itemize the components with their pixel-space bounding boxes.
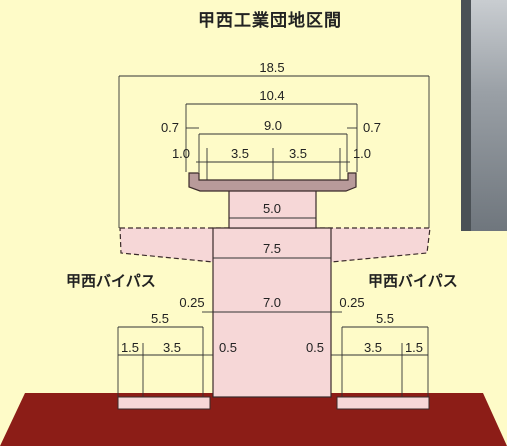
diagram-title: 甲西工業団地区間 [198,11,342,31]
dim-parapet-left: 0.7 [161,120,179,135]
pier [212,227,332,398]
dim-overall: 18.5 [259,60,284,75]
road-slab-right [336,396,430,410]
dim-gap-left: 0.25 [179,295,204,310]
road-slab-left [117,396,211,410]
ground [0,393,507,446]
dim-crossbeam: 7.5 [263,241,281,256]
dim-edge-right: 1.0 [353,146,371,161]
dim-right-shoulder: 1.5 [405,340,423,355]
photo-inset-shadow [461,0,471,231]
bridge-deck [188,172,357,192]
dim-road-left-width: 5.5 [151,311,169,326]
dim-edge-left: 1.0 [172,146,190,161]
dim-gap-right: 0.25 [339,295,364,310]
dim-parapet-right: 0.7 [363,120,381,135]
photo-inset [461,0,507,231]
road-label-right: 甲西バイパス [368,272,458,290]
upper-pier [228,189,317,229]
dim-right-clear: 0.5 [306,340,324,355]
dim-lane-left: 3.5 [231,146,249,161]
dim-deck-outer: 10.4 [259,88,284,103]
dim-left-clear: 0.5 [219,340,237,355]
dim-lane-right: 3.5 [289,146,307,161]
dim-pier-width: 7.0 [263,295,281,310]
dim-road-right-width: 5.5 [376,311,394,326]
road-label-left: 甲西バイパス [66,272,156,290]
dim-left-shoulder: 1.5 [121,340,139,355]
dim-right-lane: 3.5 [364,340,382,355]
dim-left-lane: 3.5 [163,340,181,355]
dim-upper-pier: 5.0 [263,201,281,216]
dim-deck-inner: 9.0 [264,118,282,133]
